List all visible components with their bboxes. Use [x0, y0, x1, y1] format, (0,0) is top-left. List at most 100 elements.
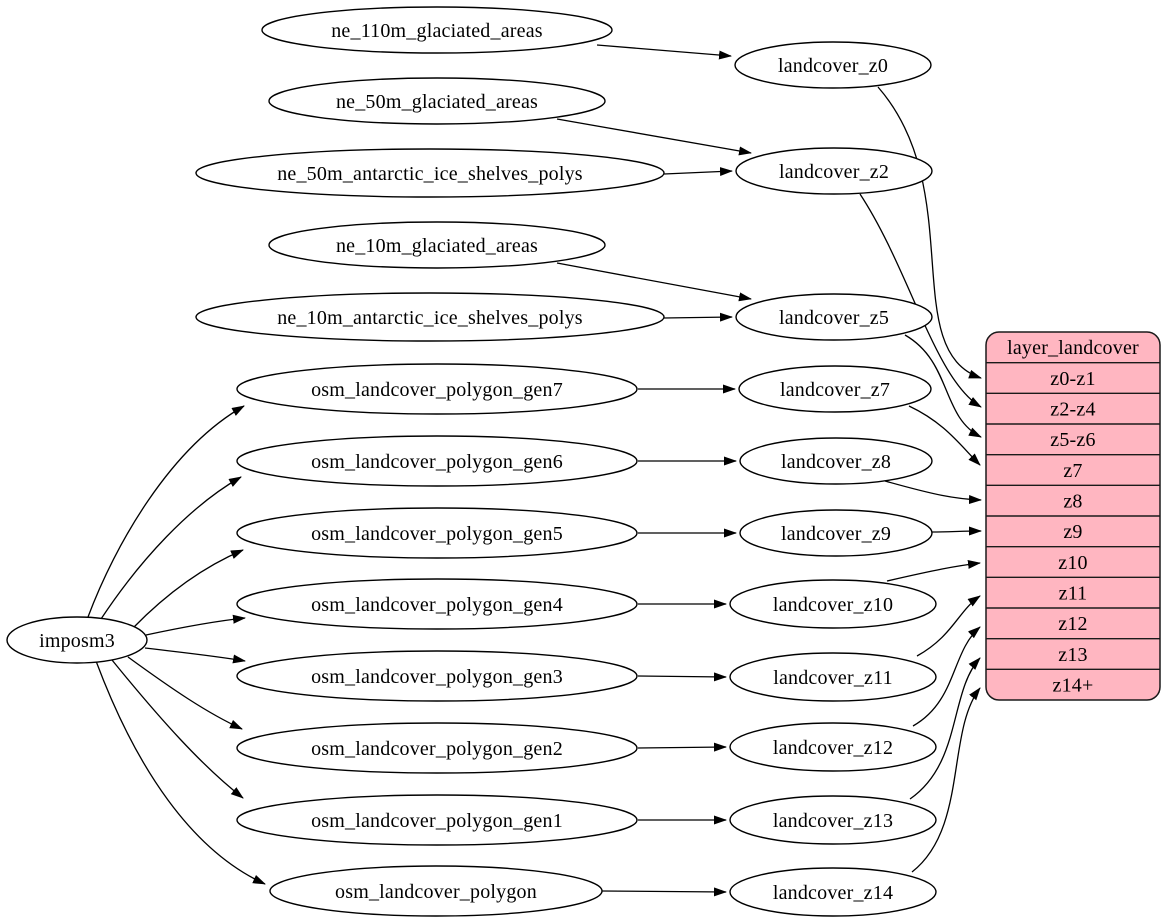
- node-label-osm_landcover_polygon: osm_landcover_polygon: [335, 881, 537, 903]
- nodes-layer: imposm3ne_110m_glaciated_areasne_50m_gla…: [6, 6, 937, 917]
- edge-osm_landcover_polygon_gen3-to-landcover_z11: [637, 672, 727, 682]
- node-label-landcover_z10: landcover_z10: [773, 594, 893, 616]
- node-ellipse-landcover_z14: [729, 867, 937, 917]
- node-osm_landcover_polygon: osm_landcover_polygon: [269, 865, 603, 917]
- edge-ne_110m_glaciated_areas-to-landcover_z0: [596, 44, 732, 60]
- node-ne_10m_glaciated_areas: ne_10m_glaciated_areas: [268, 221, 606, 269]
- node-ellipse-landcover_z10: [729, 579, 937, 629]
- edge-ne_50m_glaciated_areas-to-landcover_z2: [556, 118, 752, 156]
- record-row-z12: z12: [1058, 613, 1087, 635]
- node-landcover_z13: landcover_z13: [729, 795, 937, 845]
- record-row-z10: z10: [1058, 552, 1087, 574]
- edge-landcover_z0-to-layer_landcover:z0-z1: [877, 86, 982, 379]
- node-label-osm_landcover_polygon_gen3: osm_landcover_polygon_gen3: [311, 666, 563, 688]
- record-title: layer_landcover: [1007, 337, 1139, 359]
- record-row-z5-z6: z5-z6: [1050, 429, 1095, 451]
- node-ellipse-ne_50m_glaciated_areas: [268, 77, 606, 125]
- record-row-z0-z1: z0-z1: [1050, 368, 1095, 390]
- edge-ne_10m_antarctic_ice_shelves_polys-to-landcover_z5: [663, 312, 733, 322]
- node-ellipse-landcover_z2: [735, 147, 933, 195]
- node-ellipse-ne_50m_antarctic_ice_shelves_polys: [195, 148, 665, 198]
- node-ellipse-imposm3: [6, 616, 148, 664]
- node-imposm3: imposm3: [6, 616, 148, 664]
- node-ne_50m_glaciated_areas: ne_50m_glaciated_areas: [268, 77, 606, 125]
- edge-imposm3-to-osm_landcover_polygon_gen5: [132, 549, 244, 629]
- edge-landcover_z9-to-layer_landcover:z9: [931, 526, 982, 536]
- node-ellipse-osm_landcover_polygon_gen6: [236, 435, 638, 487]
- node-landcover_z9: landcover_z9: [739, 509, 933, 557]
- node-label-landcover_z11: landcover_z11: [773, 667, 893, 689]
- node-ellipse-landcover_z0: [734, 41, 932, 89]
- edge-landcover_z5-to-layer_landcover:z5-z6: [904, 334, 982, 438]
- node-label-osm_landcover_polygon_gen5: osm_landcover_polygon_gen5: [311, 523, 563, 545]
- node-landcover_z5: landcover_z5: [735, 293, 933, 341]
- edge-ne_50m_antarctic_ice_shelves_polys-to-landcover_z2: [663, 167, 733, 177]
- node-osm_landcover_polygon_gen4: osm_landcover_polygon_gen4: [236, 578, 638, 630]
- node-ellipse-landcover_z12: [729, 722, 937, 772]
- node-label-ne_10m_antarctic_ice_shelves_polys: ne_10m_antarctic_ice_shelves_polys: [277, 307, 583, 329]
- node-ellipse-ne_10m_glaciated_areas: [268, 221, 606, 269]
- node-osm_landcover_polygon_gen2: osm_landcover_polygon_gen2: [236, 722, 638, 774]
- node-landcover_z2: landcover_z2: [735, 147, 933, 195]
- node-label-osm_landcover_polygon_gen2: osm_landcover_polygon_gen2: [311, 738, 563, 760]
- node-ellipse-landcover_z7: [738, 365, 932, 413]
- node-ellipse-landcover_z13: [729, 795, 937, 845]
- node-ellipse-landcover_z8: [739, 437, 933, 485]
- node-layer_landcover: layer_landcoverz0-z1z2-z4z5-z6z7z8z9z10z…: [985, 331, 1161, 701]
- node-label-imposm3: imposm3: [39, 630, 115, 652]
- node-ellipse-ne_110m_glaciated_areas: [261, 6, 613, 54]
- record-row-z14+: z14+: [1053, 674, 1094, 696]
- node-label-ne_50m_antarctic_ice_shelves_polys: ne_50m_antarctic_ice_shelves_polys: [277, 163, 583, 185]
- edge-landcover_z7-to-layer_landcover:z7: [908, 405, 981, 466]
- edge-osm_landcover_polygon_gen2-to-landcover_z12: [637, 742, 727, 752]
- record-row-z8: z8: [1063, 490, 1082, 512]
- edge-ne_10m_glaciated_areas-to-landcover_z5: [556, 262, 752, 302]
- edge-osm_landcover_polygon-to-landcover_z14: [601, 887, 727, 897]
- edge-imposm3-to-osm_landcover_polygon_gen3: [144, 647, 246, 664]
- record-row-z2-z4: z2-z4: [1050, 398, 1095, 420]
- node-landcover_z0: landcover_z0: [734, 41, 932, 89]
- node-osm_landcover_polygon_gen1: osm_landcover_polygon_gen1: [236, 794, 638, 846]
- edge-landcover_z11-to-layer_landcover:z11: [916, 595, 981, 657]
- node-ellipse-osm_landcover_polygon_gen2: [236, 722, 638, 774]
- node-label-osm_landcover_polygon_gen4: osm_landcover_polygon_gen4: [311, 594, 563, 616]
- record-row-z11: z11: [1059, 582, 1088, 604]
- node-ellipse-osm_landcover_polygon_gen5: [236, 507, 638, 559]
- node-label-landcover_z9: landcover_z9: [781, 523, 891, 545]
- node-osm_landcover_polygon_gen5: osm_landcover_polygon_gen5: [236, 507, 638, 559]
- node-ellipse-osm_landcover_polygon_gen7: [236, 363, 638, 415]
- edge-imposm3-to-osm_landcover_polygon_gen1: [111, 659, 244, 799]
- node-landcover_z7: landcover_z7: [738, 365, 932, 413]
- node-label-landcover_z8: landcover_z8: [781, 451, 891, 473]
- node-ne_50m_antarctic_ice_shelves_polys: ne_50m_antarctic_ice_shelves_polys: [195, 148, 665, 198]
- edge-imposm3-to-osm_landcover_polygon_gen7: [87, 405, 245, 618]
- node-ellipse-osm_landcover_polygon_gen1: [236, 794, 638, 846]
- edge-landcover_z12-to-layer_landcover:z12: [912, 626, 981, 727]
- edge-landcover_z13-to-layer_landcover:z13: [909, 657, 981, 800]
- node-label-landcover_z7: landcover_z7: [780, 379, 890, 401]
- record-row-z9: z9: [1063, 521, 1082, 543]
- node-label-landcover_z14: landcover_z14: [773, 882, 893, 904]
- node-landcover_z12: landcover_z12: [729, 722, 937, 772]
- node-ellipse-landcover_z5: [735, 293, 933, 341]
- node-label-ne_10m_glaciated_areas: ne_10m_glaciated_areas: [336, 235, 538, 257]
- edge-landcover_z8-to-layer_landcover:z8: [884, 480, 982, 505]
- edge-imposm3-to-osm_landcover_polygon_gen2: [127, 656, 243, 730]
- node-ellipse-osm_landcover_polygon: [269, 865, 603, 917]
- node-label-ne_50m_glaciated_areas: ne_50m_glaciated_areas: [336, 91, 538, 113]
- edge-imposm3-to-osm_landcover_polygon_gen6: [100, 476, 242, 620]
- node-label-osm_landcover_polygon_gen6: osm_landcover_polygon_gen6: [311, 451, 563, 473]
- node-landcover_z10: landcover_z10: [729, 579, 937, 629]
- node-ellipse-landcover_z9: [739, 509, 933, 557]
- node-osm_landcover_polygon_gen3: osm_landcover_polygon_gen3: [236, 650, 638, 702]
- node-ellipse-landcover_z11: [729, 652, 937, 702]
- edge-landcover_z10-to-layer_landcover:z10: [886, 559, 981, 582]
- node-label-landcover_z13: landcover_z13: [773, 810, 893, 832]
- node-landcover_z11: landcover_z11: [729, 652, 937, 702]
- edge-landcover_z14-to-layer_landcover:z14+: [911, 687, 981, 873]
- node-ellipse-ne_10m_antarctic_ice_shelves_polys: [195, 292, 665, 342]
- node-label-landcover_z5: landcover_z5: [779, 307, 889, 329]
- node-ellipse-osm_landcover_polygon_gen3: [236, 650, 638, 702]
